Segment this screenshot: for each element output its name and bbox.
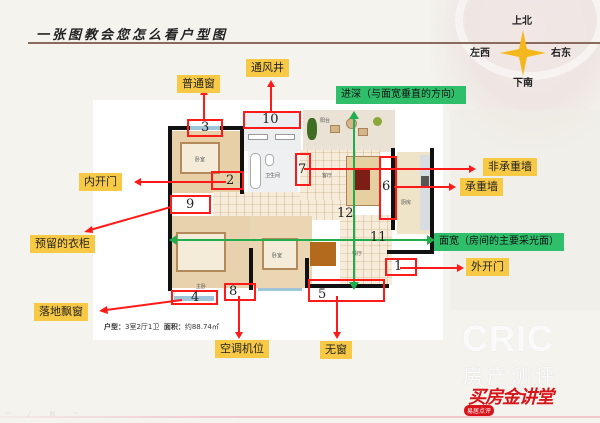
kitchen-counter <box>420 155 430 230</box>
load-bearing-wall <box>391 148 395 230</box>
arrow-right-icon <box>457 264 464 272</box>
label-outward-door: 外开门 <box>466 258 509 276</box>
brand-logo: 买房金讲堂 <box>468 387 554 408</box>
room-label-bedroom-2: 卧室 <box>272 253 283 259</box>
label-no-window: 无窗 <box>320 341 352 359</box>
postcard-background <box>450 110 600 310</box>
chair-icon <box>358 128 368 136</box>
bottom-divider <box>0 416 600 418</box>
label-normal-window: 普通窗 <box>177 75 220 93</box>
outer-wall-bottom <box>305 284 389 288</box>
cric-logo: CRIC <box>462 318 554 359</box>
arrow-up-icon <box>349 111 359 119</box>
arrow-right-icon <box>427 235 435 245</box>
arrow-down-icon <box>235 332 243 339</box>
room-label-bedroom-1: 卧室 <box>195 157 206 163</box>
label-non-load-bearing-wall: 非承重墙 <box>483 158 537 176</box>
marker-number-2: 2 <box>226 173 235 188</box>
label-depth: 进深（与面宽垂直的方向） <box>336 86 466 104</box>
vent-icon <box>248 134 268 140</box>
label-ac-position: 空调机位 <box>215 340 269 358</box>
dining-table-icon <box>310 242 336 266</box>
unit-type-label: 户型： <box>104 323 125 331</box>
bay-window <box>174 296 214 301</box>
marker-number-12: 12 <box>337 206 354 221</box>
arrow-left-icon <box>134 178 141 186</box>
arrow-to-bay-window-label <box>99 299 183 314</box>
room-label-balcony: 阳台 <box>320 118 331 124</box>
plant-icon <box>373 117 382 126</box>
label-width: 面宽（房间的主要采光面） <box>434 233 564 251</box>
dining-floor <box>340 215 392 285</box>
marker-number-8: 8 <box>229 284 238 299</box>
vent-icon <box>275 134 295 140</box>
bed-icon <box>180 142 220 174</box>
compass-south-label: 下南 <box>513 78 533 89</box>
cric-subtitle: 房产测评 <box>463 364 559 388</box>
marker-number-9: 9 <box>186 197 195 212</box>
inner-wall <box>305 258 309 288</box>
arrow-left-icon <box>169 235 177 245</box>
label-floor-bay-window: 落地飘窗 <box>34 303 88 321</box>
arrow-to-wardrobe-label <box>84 206 172 233</box>
arrow-down-icon <box>333 332 341 339</box>
toilet-icon <box>265 154 274 166</box>
room-label-bathroom: 卫生间 <box>265 173 281 179</box>
room-label-dining-room: 餐厅 <box>352 251 363 257</box>
window <box>190 126 220 130</box>
marker-number-11: 11 <box>370 230 387 245</box>
compass-east-label: 右东 <box>551 48 571 59</box>
arrow-down-icon <box>349 282 359 290</box>
floorplan-footer: 户型：3室2厅1卫 面积：约88.74㎡ <box>104 322 219 332</box>
marker-number-4: 4 <box>191 290 200 305</box>
room-label-living-room: 客厅 <box>322 173 333 179</box>
bed-icon <box>176 232 226 272</box>
marker-number-10: 10 <box>262 112 279 127</box>
marker-number-7: 7 <box>298 162 307 177</box>
bed-icon <box>262 238 298 270</box>
arrow-right-icon <box>449 183 456 191</box>
label-ventilation-shaft: 通风井 <box>246 59 289 77</box>
room-label-master-bedroom: 主卧 <box>196 284 207 290</box>
slide-title: 一张图教会您怎么看户型图 <box>36 28 229 43</box>
compass-west-label: 左西 <box>470 48 490 59</box>
compass-north-label: 上北 <box>512 16 532 27</box>
teacup-rim-decoration <box>455 0 600 80</box>
arrow-up-icon <box>267 80 275 87</box>
marker-number-5: 5 <box>318 287 327 302</box>
stove-icon <box>421 176 429 186</box>
room-label-kitchen: 厨房 <box>401 200 412 206</box>
outer-wall-right <box>430 148 434 253</box>
vent-shaft-area <box>243 111 301 151</box>
label-reserved-wardrobe: 预留的衣柜 <box>30 235 95 253</box>
inner-wall <box>240 126 244 194</box>
title-underline <box>28 42 600 44</box>
area-value: 约88.74㎡ <box>184 323 219 331</box>
marker-number-3: 3 <box>201 120 210 135</box>
marker-number-1: 1 <box>394 259 403 274</box>
marker-number-6: 6 <box>382 179 391 194</box>
area-label: 面积： <box>163 323 185 331</box>
plant-icon <box>307 118 317 140</box>
label-load-bearing-wall: 承重墙 <box>460 178 503 196</box>
label-inward-door: 内开门 <box>79 173 122 191</box>
chair-icon <box>330 125 340 133</box>
arrow-right-icon <box>469 165 476 173</box>
brand-tag: 易居点评 <box>464 405 495 416</box>
slide-nav-icons[interactable]: ⇦ ╱ ▤ ⇨ <box>5 410 87 417</box>
table-icon <box>346 118 357 129</box>
four-point-star-icon <box>500 30 546 76</box>
inner-wall <box>249 248 253 290</box>
rug-icon <box>354 168 370 190</box>
unit-type-value: 3室2厅1卫 <box>125 323 160 331</box>
bathtub-icon <box>250 153 261 189</box>
window <box>258 288 302 291</box>
outer-wall <box>387 250 434 254</box>
